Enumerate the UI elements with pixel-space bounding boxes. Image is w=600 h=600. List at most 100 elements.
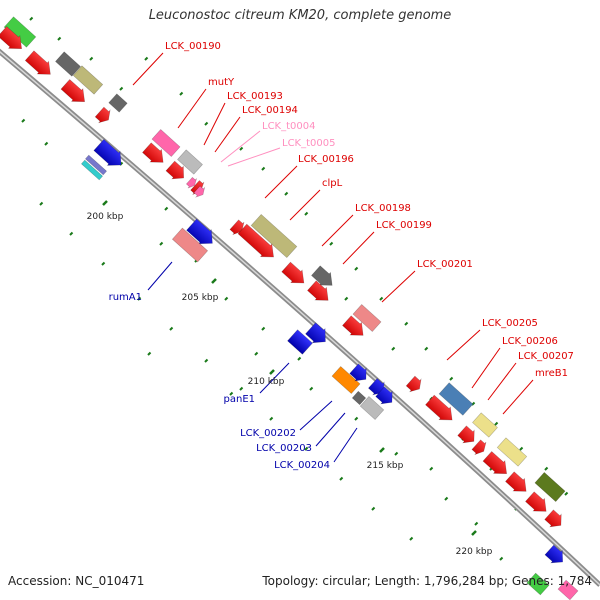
forward-gene-label-leader [177,88,207,129]
position-tick [304,446,309,451]
position-tick [371,506,376,511]
forward-gene-label-leader [502,379,534,415]
position-tick [499,556,504,561]
position-tick [239,146,244,151]
position-tick [354,266,359,271]
forward-gene-label-leader [264,165,298,199]
position-tick [204,358,209,363]
trna-label-leader [220,130,261,163]
forward-gene-label: LCK_00199 [376,220,432,231]
gene-feature-blue [349,363,367,382]
major-tick [471,530,477,536]
position-label: 205 kbp [182,293,219,303]
reverse-gene-label: LCK_00203 [256,443,312,454]
forward-gene-label: mreB1 [535,368,568,379]
gene-feature-olive [72,65,104,95]
major-tick [379,447,385,453]
forward-gene-label: LCK_00206 [502,336,558,347]
cds-arrow-red [544,509,562,528]
position-tick [519,446,524,451]
gene-feature-blue [287,329,313,355]
reverse-gene-label: rumA1 [109,292,142,303]
cds-arrow-red [307,280,329,301]
forward-gene-label-leader [203,102,226,146]
position-tick [39,201,44,206]
tick-marks-layer [21,16,569,561]
position-tick [229,391,234,396]
position-tick [391,346,396,351]
cds-arrow-red [165,160,184,180]
position-tick [137,296,142,301]
position-tick [144,56,149,61]
position-tick [494,421,499,426]
forward-gene-label: LCK_00193 [227,91,283,102]
position-tick [379,296,384,301]
forward-gene-label-leader [487,362,517,401]
position-tick [159,241,164,246]
position-tick [169,326,174,331]
forward-gene-label-leader [289,189,321,221]
position-tick [261,166,266,171]
gene-feature-purple [84,154,108,176]
cds-arrow-red [471,439,487,455]
position-tick [239,386,244,391]
cds-arrow-red [482,451,508,475]
position-tick [394,451,399,456]
reverse-gene-label: LCK_00204 [274,460,330,471]
cds-arrow-red [342,315,364,336]
forward-gene-label: LCK_00194 [242,105,298,116]
cds-arrow-red [525,491,547,512]
forward-gene-label-leader [446,329,481,361]
gene-feature-green [3,16,37,48]
position-tick [339,476,344,481]
gene-feature-olive-dark [534,472,566,502]
position-tick [101,261,106,266]
forward-gene-label-leader [381,270,416,303]
gene-feature-green [526,572,550,596]
position-tick [474,521,479,526]
forward-gene-label: LCK_00196 [298,154,354,165]
trna-label: LCK_t0004 [262,121,315,132]
figure-title: Leuconostoc citreum KM20, complete genom… [148,8,452,23]
cds-arrow-red [281,261,305,284]
backbone-layer [0,48,600,587]
position-tick [179,91,184,96]
gene-feature-orange [331,366,361,394]
gene-feature-blue [375,386,393,405]
label-leader-lines-layer [132,52,534,463]
gene-feature-teal [80,159,104,181]
position-tick [224,296,229,301]
position-tick [164,206,169,211]
position-tick [429,466,434,471]
trna-marker [193,185,206,198]
reverse-gene-label-leader [333,427,358,463]
gene-feature-steel [438,382,474,416]
cds-arrow-red [60,79,86,103]
position-tick [29,16,34,21]
position-tick [204,121,209,126]
forward-gene-label: clpL [322,178,343,189]
position-tick [304,211,309,216]
position-label: 215 kbp [367,461,404,471]
position-label: 220 kbp [456,547,493,557]
labels-layer: LCK_00190mutYLCK_00193LCK_00194LCK_00196… [87,41,574,557]
cds-arrow-red [0,26,23,50]
position-tick [444,496,449,501]
reverse-gene-label-leader [147,261,173,291]
position-tick [544,466,549,471]
gene-feature-blue [186,218,213,245]
position-tick [261,326,266,331]
forward-gene-label-leader [342,231,375,265]
position-tick [44,141,49,146]
cds-arrow-red [142,142,164,163]
forward-gene-label-leader [132,52,164,86]
forward-gene-label: LCK_00205 [482,318,538,329]
gene-feature-blue [368,378,385,396]
position-tick [354,416,359,421]
position-label: 210 kbp [248,377,285,387]
gene-feature-gray-light [177,149,203,175]
position-tick [329,241,334,246]
position-tick [284,191,289,196]
position-tick [424,346,429,351]
